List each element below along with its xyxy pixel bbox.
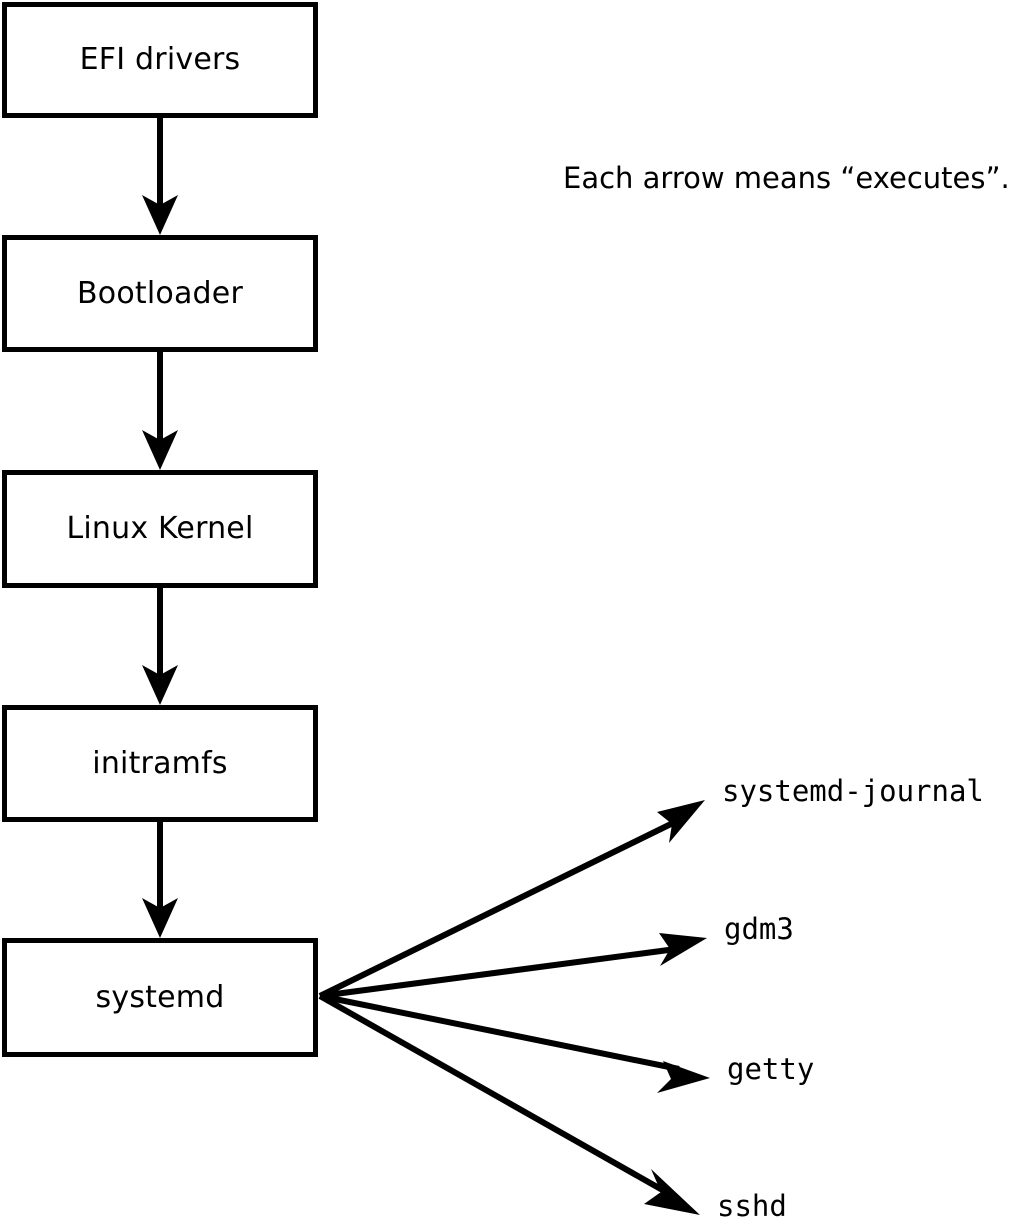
chain-arrow-kernel-to-initramfs [142,588,178,705]
fanout-arrow-gdm3 [319,933,707,999]
node-bootloader-label: Bootloader [77,275,243,311]
leaf-label-sshd: sshd [717,1189,787,1223]
node-linux-kernel-label: Linux Kernel [66,511,254,546]
leaf-label-gdm3: gdm3 [724,912,794,946]
leaf-label-systemd-journal: systemd-journal [722,774,984,808]
leaf-label-getty: getty [727,1052,815,1086]
diagram-caption: Each arrow means “executes”. [563,161,1010,195]
node-bootloader[interactable]: Bootloader [2,235,318,352]
node-systemd[interactable]: systemd [2,938,318,1057]
node-initramfs[interactable]: initramfs [2,705,318,822]
node-linux-kernel[interactable]: Linux Kernel [2,470,318,588]
fanout-arrow-systemd-journal [318,800,705,999]
node-efi-drivers-label: EFI drivers [79,42,241,77]
node-efi-drivers[interactable]: EFI drivers [2,2,318,118]
chain-arrow-bootloader-to-kernel [142,352,178,470]
chain-arrow-initramfs-to-systemd [142,822,178,938]
node-systemd-label: systemd [95,979,225,1015]
fanout-arrow-sshd [318,993,700,1215]
chain-arrow-efi-to-bootloader [142,118,178,235]
node-initramfs-label: initramfs [92,745,228,781]
fanout-arrow-getty [319,993,710,1093]
